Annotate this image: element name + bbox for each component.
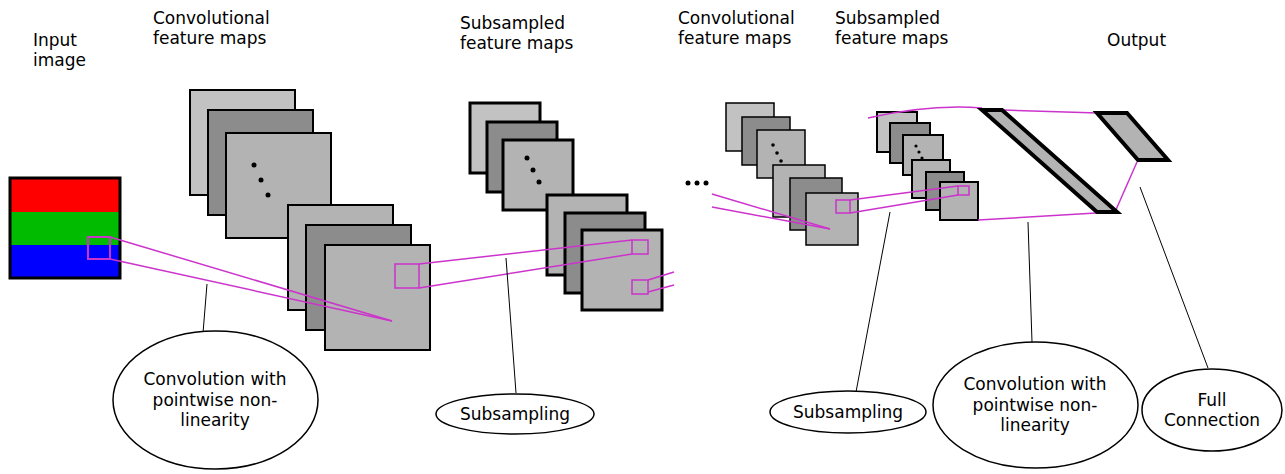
stage-heading: Convolutional feature maps xyxy=(153,8,303,49)
receptive-field xyxy=(958,186,969,195)
receptive-field xyxy=(632,240,648,254)
stage-heading: Output xyxy=(1107,30,1227,50)
projection-line xyxy=(1003,110,1098,113)
leader-line xyxy=(1140,187,1208,368)
operation-ellipse: Subsampling xyxy=(769,390,927,434)
operation-label: Subsampling xyxy=(460,404,570,424)
ellipse-shape xyxy=(1142,369,1282,451)
projection-line xyxy=(1115,162,1137,212)
feature-map xyxy=(806,193,858,245)
projection-line xyxy=(419,254,632,288)
ellipsis-dot xyxy=(779,159,783,163)
ellipse-shape xyxy=(436,394,594,434)
ellipsis-dot xyxy=(537,180,542,185)
output-layer xyxy=(1097,113,1168,160)
projection-line xyxy=(648,285,674,292)
projection-line xyxy=(110,237,392,321)
operation-label: Subsampling xyxy=(793,402,903,422)
green-channel xyxy=(10,212,120,245)
stage-heading: Input image xyxy=(33,30,98,71)
stage-heading: Subsampled feature maps xyxy=(835,8,960,49)
operation-label: Full Connection xyxy=(1162,390,1262,431)
ellipsis-dot xyxy=(266,193,271,198)
ellipsis-dot xyxy=(525,156,530,161)
ellipse-shape xyxy=(770,391,926,433)
stage-heading: Convolutional feature maps xyxy=(678,8,828,49)
operation-label: Convolution with pointwise non-linearity xyxy=(140,369,290,430)
feature-map xyxy=(325,245,430,350)
continuation-dot xyxy=(686,181,691,186)
projection-line xyxy=(712,194,830,229)
receptive-field xyxy=(88,237,110,259)
ellipsis-dot xyxy=(917,150,920,153)
operation-ellipse: Subsampling xyxy=(435,393,595,435)
leader-line xyxy=(203,284,207,333)
red-channel xyxy=(10,178,120,212)
operation-ellipse: Full Connection xyxy=(1141,368,1283,452)
projection-line xyxy=(978,213,1096,220)
ellipsis-dot xyxy=(252,163,257,168)
ellipse-shape xyxy=(113,331,318,469)
image-border xyxy=(10,178,120,278)
fully-connected-layer xyxy=(982,110,1117,212)
projection-line xyxy=(868,107,982,118)
projection-line xyxy=(419,240,632,264)
receptive-field xyxy=(395,264,419,288)
operation-ellipse: Convolution with pointwise non-linearity xyxy=(112,330,319,470)
ellipsis-dot xyxy=(914,144,917,147)
continuation-dot xyxy=(695,181,700,186)
ellipsis-dot xyxy=(259,178,264,183)
ellipsis-dot xyxy=(531,168,536,173)
projection-line xyxy=(648,272,674,280)
continuation-dot xyxy=(704,181,709,186)
ellipsis-dot xyxy=(775,151,779,155)
stage-heading: Subsampled feature maps xyxy=(460,13,585,54)
leader-line xyxy=(506,258,516,393)
blue-channel xyxy=(10,245,120,278)
projection-line xyxy=(712,207,830,229)
leader-line xyxy=(856,212,890,392)
projection-line xyxy=(110,259,392,321)
projection-line xyxy=(850,195,958,213)
operation-ellipse: Convolution with pointwise non-linearity xyxy=(932,341,1139,469)
ellipse-shape xyxy=(933,342,1138,468)
leader-line xyxy=(1028,222,1032,342)
operation-label: Convolution with pointwise non-linearity xyxy=(960,374,1110,435)
receptive-field xyxy=(836,200,850,213)
ellipsis-dot xyxy=(771,143,775,147)
receptive-field xyxy=(632,280,648,294)
feature-map xyxy=(582,230,662,310)
